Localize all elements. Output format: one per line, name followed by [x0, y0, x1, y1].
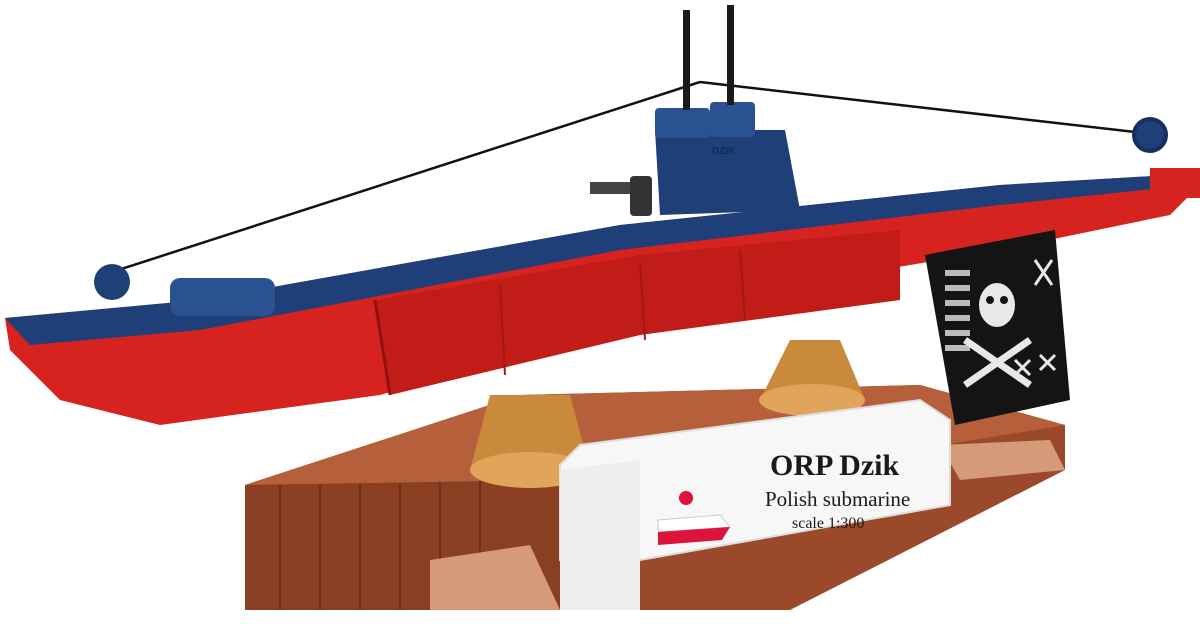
- submarine-hull: [5, 168, 1200, 425]
- conning-tower: DZIK: [590, 5, 800, 216]
- polish-flag: [657, 491, 732, 545]
- stern-ring: [1132, 117, 1168, 153]
- tower-marking: DZIK: [712, 146, 736, 157]
- rigging-lines: [111, 80, 1136, 274]
- plaque-title: ORP Dzik: [770, 449, 899, 482]
- name-plaque: ORP Dzik Polish submarine scale 1:300: [559, 398, 951, 610]
- plaque-subtitle: Polish submarine: [765, 487, 910, 511]
- bow-hook: [94, 264, 130, 300]
- plaque-scale: scale 1:300: [792, 515, 864, 532]
- jolly-roger-flag: [925, 230, 1070, 425]
- hull-stands: [470, 340, 865, 488]
